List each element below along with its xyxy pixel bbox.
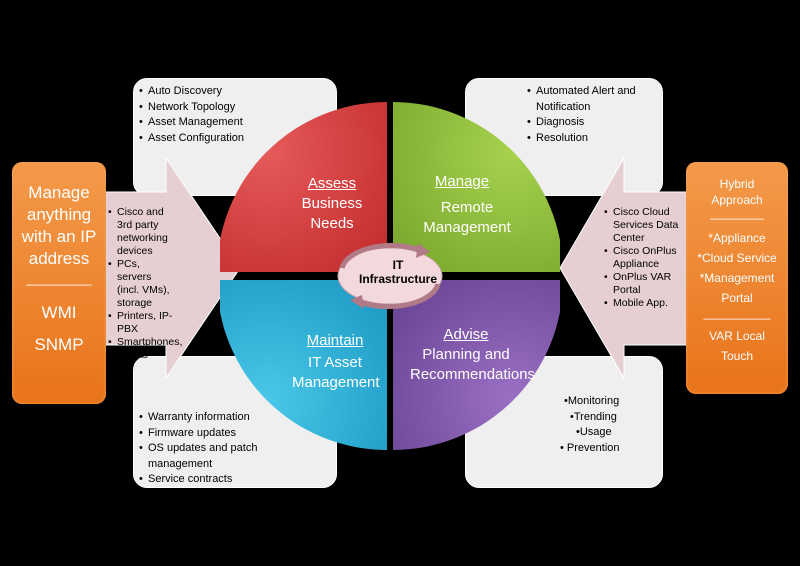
right-orange-box: Hybrid Approach ________ *Appliance *Clo… [686, 162, 788, 394]
advise-quadrant [393, 280, 560, 450]
right-box-divider-bottom: __________ [703, 306, 771, 320]
right-box-item: *Management Portal [699, 271, 775, 305]
list-item: Asset Management [139, 115, 329, 131]
left-box-item: WMI [41, 303, 77, 322]
hub-line1: IT [392, 258, 404, 272]
left-orange-box: Manage anything with an IP address _____… [12, 162, 106, 404]
list-item: Warranty information [139, 410, 329, 426]
list-item: Cisco Cloud Services Data Center [604, 206, 684, 245]
manage-subtitle: Remote Management [423, 199, 511, 236]
list-item: PCs, servers (incl. VMs), storage [108, 258, 176, 310]
manage-label: Manage Remote Management [412, 172, 522, 238]
right-arrow-list: Cisco Cloud Services Data Center Cisco O… [604, 206, 684, 310]
assess-label: Assess Business Needs [282, 174, 382, 234]
list-item: OS updates and patch management [139, 441, 258, 472]
maintain-title: Maintain [306, 332, 364, 349]
advise-subtitle: Planning and Recommendations [410, 346, 536, 383]
assess-quadrant [220, 102, 387, 272]
list-item: Cisco and 3rd party networking devices [108, 206, 176, 258]
top-right-list: Automated Alert and Notification Diagnos… [527, 84, 657, 146]
list-item: •Usage [576, 426, 612, 438]
right-box-footer: VAR Local Touch [709, 329, 765, 363]
maintain-label: Maintain IT Asset Management [280, 331, 390, 393]
hub-label: IT Infrastructure [348, 258, 448, 286]
list-item: Asset Configuration [139, 131, 329, 147]
list-item: Cisco OnPlus Appliance [604, 245, 684, 271]
maintain-quadrant [220, 280, 387, 450]
list-item: • Prevention [560, 441, 620, 454]
left-box-title: Manage anything with an IP address [21, 183, 97, 268]
manage-quadrant [393, 102, 560, 272]
list-item: Smartphones, tablets [108, 336, 182, 362]
list-item: •Monitoring [564, 395, 620, 407]
list-item: Automated Alert and Notification [527, 84, 657, 115]
advise-title: Advise [443, 326, 489, 343]
left-box-item: SNMP [34, 335, 84, 354]
cycle-diagram [220, 102, 560, 450]
assess-title: Assess [307, 175, 357, 192]
list-item: Printers, IP-PBX [108, 310, 176, 336]
list-item: Network Topology [139, 100, 329, 116]
bottom-left-list: Warranty information Firmware updates OS… [139, 410, 329, 488]
manage-title: Manage [434, 173, 490, 190]
list-item: OnPlus VAR Portal [604, 271, 684, 297]
list-item: Firmware updates [139, 426, 329, 442]
list-item: Auto Discovery [139, 84, 329, 100]
maintain-subtitle: IT Asset Management [292, 354, 380, 391]
list-item: Mobile App. [604, 297, 684, 310]
list-item: Diagnosis [527, 115, 657, 131]
advise-label: Advise Planning and Recommendations [410, 325, 536, 385]
right-box-title: Hybrid Approach [711, 177, 763, 207]
right-box-item: *Cloud Service [697, 251, 777, 265]
list-item: •Trending [570, 410, 617, 423]
right-box-item: *Appliance [708, 231, 766, 245]
top-left-list: Auto Discovery Network Topology Asset Ma… [139, 84, 329, 146]
bottom-right-list: •Monitoring •Trending •Usage • Preventio… [560, 394, 650, 456]
hub-line2: Infrastructure [358, 272, 438, 286]
left-box-divider: _________ [26, 271, 92, 286]
right-box-divider-top: ________ [710, 206, 764, 220]
left-arrow-list: Cisco and 3rd party networking devices P… [108, 206, 182, 362]
list-item: Service contracts [139, 472, 329, 488]
assess-subtitle: Business Needs [301, 195, 363, 232]
list-item: Resolution [527, 131, 657, 147]
